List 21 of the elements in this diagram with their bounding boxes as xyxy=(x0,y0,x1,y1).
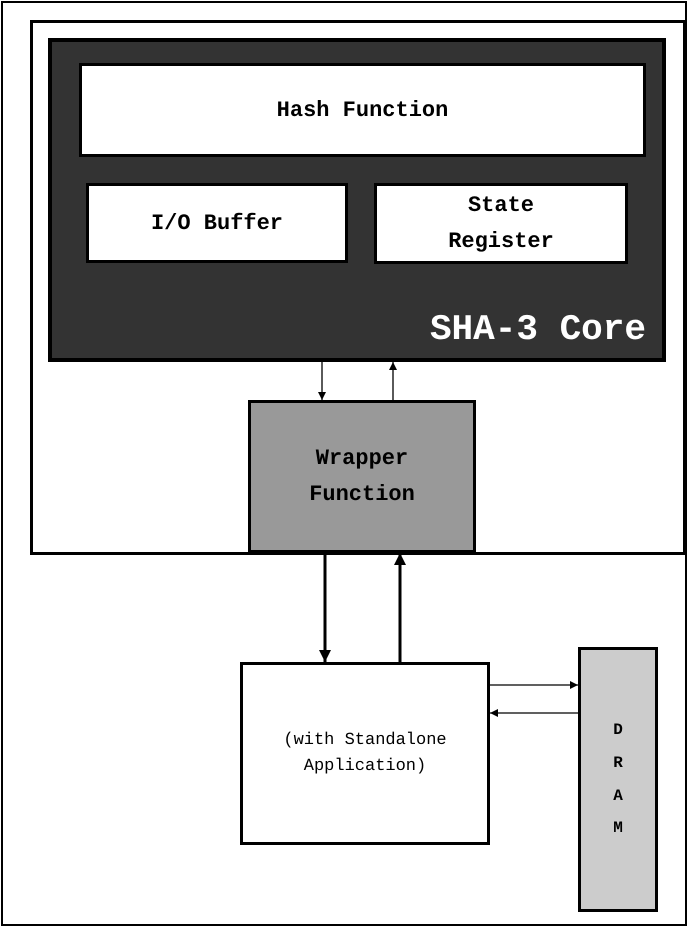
arrow xyxy=(319,553,331,662)
core-block xyxy=(48,38,666,362)
processor-label: (with Standalone Application) xyxy=(282,730,448,778)
register-box xyxy=(374,183,628,264)
arrow xyxy=(394,553,406,662)
arrow xyxy=(389,362,397,400)
buffer-box xyxy=(86,183,348,263)
memory-label: DRAM xyxy=(612,720,624,840)
block-label: I/O Buffer xyxy=(150,210,284,236)
wrapper-box xyxy=(248,400,476,553)
block-label: Wrapper Function xyxy=(308,445,416,508)
arrow xyxy=(490,709,578,717)
processor-box xyxy=(240,662,490,845)
function-box xyxy=(79,63,646,157)
block-label: State Register xyxy=(447,192,555,256)
block-label: Hash Function xyxy=(276,98,448,122)
arrow xyxy=(318,362,326,400)
arrow xyxy=(490,681,578,689)
system-box xyxy=(30,20,686,555)
memory-box xyxy=(578,647,658,912)
core-title: SHA-3 Core xyxy=(430,309,646,350)
